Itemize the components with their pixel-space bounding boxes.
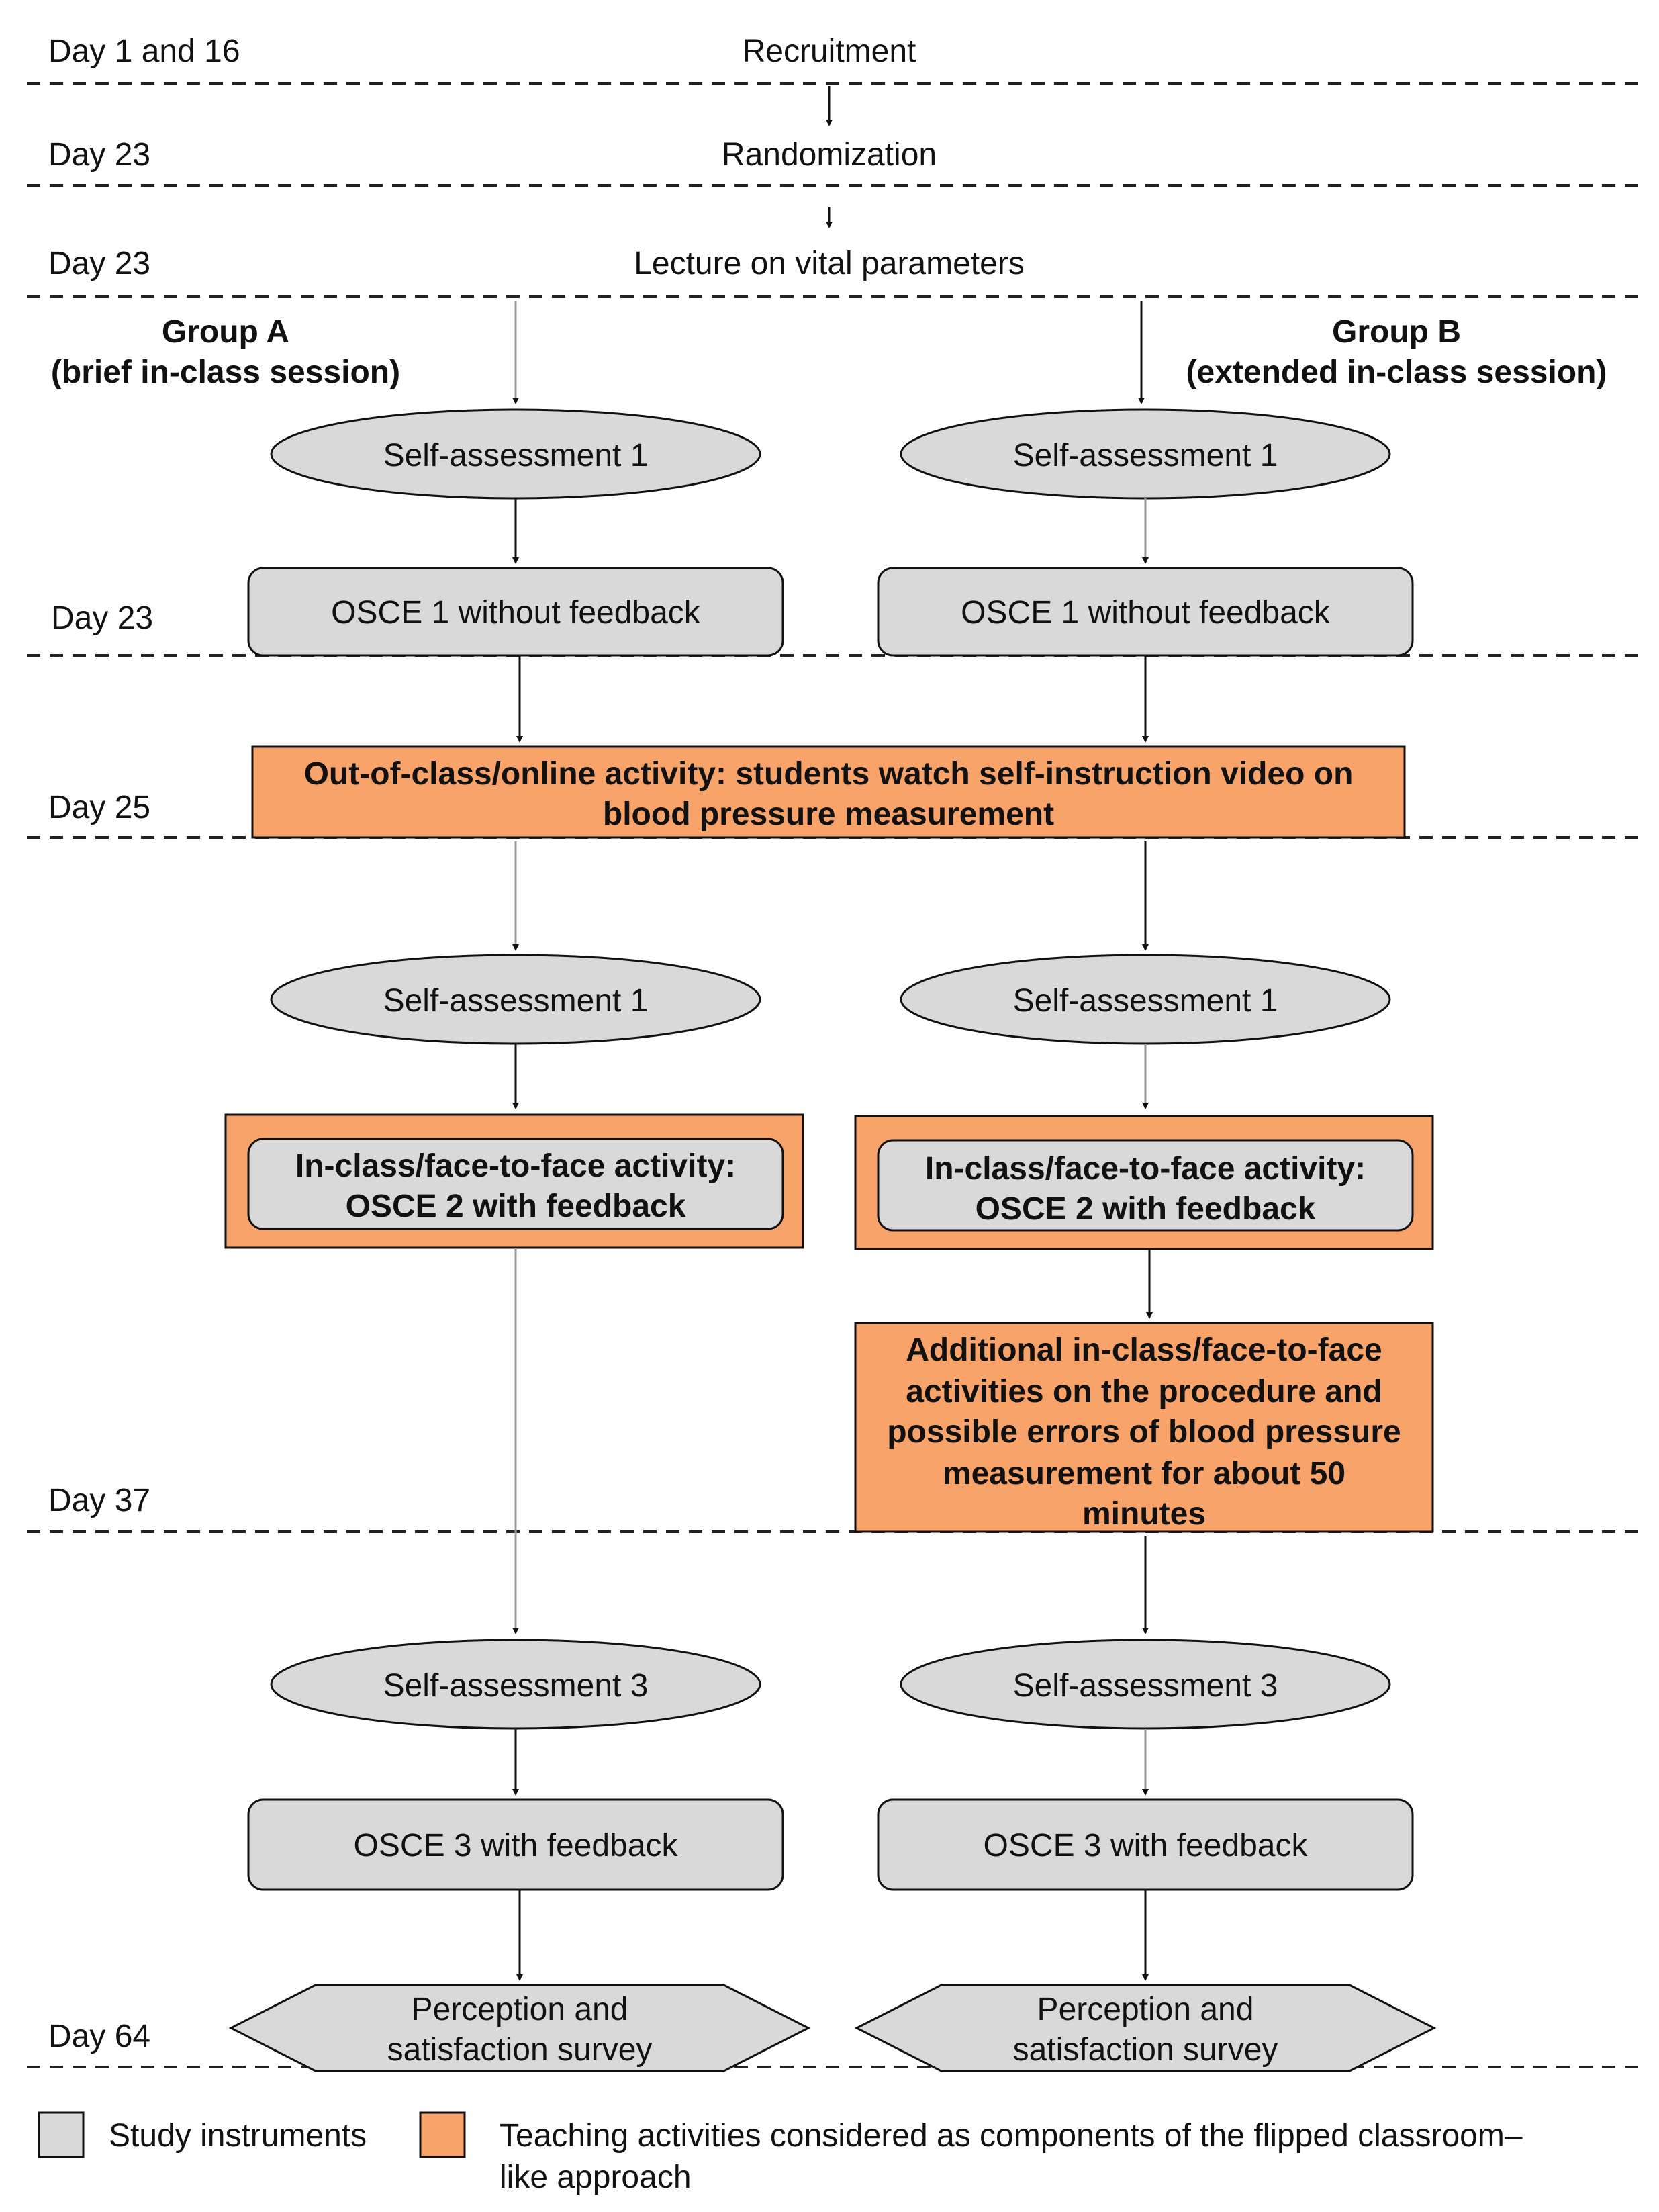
- day-label: Day 25: [48, 790, 150, 825]
- group-b-extra-line-5: minutes: [1082, 1496, 1206, 1532]
- day-label: Day 37: [48, 1483, 150, 1518]
- survey-hexagon: [854, 1984, 1437, 2072]
- group-a-self-assessment-2: Self-assessment 1: [383, 983, 649, 1019]
- group-b-survey-line-1: Perception and: [1037, 1992, 1254, 2027]
- group-a-self-assessment-1: Self-assessment 1: [383, 438, 649, 473]
- online-activity-box: [251, 745, 1406, 839]
- day-labels: Day 1 and 16 Day 23 Day 23 Day 23 Day 25…: [48, 34, 240, 2054]
- group-a-self-assessment-3: Self-assessment 3: [383, 1668, 649, 1704]
- group-b-inclass-line-1: In-class/face-to-face activity:: [925, 1151, 1366, 1187]
- group-b-self-assessment-3: Self-assessment 3: [1013, 1668, 1278, 1704]
- randomization-label: Randomization: [722, 137, 937, 173]
- survey-hexagon: [228, 1984, 811, 2072]
- group-b-extra-line-3: possible errors of blood pressure: [887, 1414, 1401, 1450]
- group-b-extra-line-2: activities on the procedure and: [906, 1374, 1382, 1410]
- day-label: Day 23: [48, 246, 150, 281]
- legend-instruments-label: Study instruments: [109, 2118, 367, 2154]
- day-label: Day 23: [51, 600, 153, 636]
- group-a-osce-3: OSCE 3 with feedback: [354, 1828, 679, 1863]
- group-b-survey-line-2: satisfaction survey: [1013, 2032, 1278, 2068]
- group-b-extra-line-4: measurement for about 50: [943, 1456, 1345, 1491]
- group-b-osce-1: OSCE 1 without feedback: [961, 595, 1331, 631]
- online-activity-line-1: Out-of-class/online activity: students w…: [304, 756, 1354, 792]
- recruitment-label: Recruitment: [743, 34, 916, 69]
- legend-teaching-line-1: Teaching activities considered as compon…: [500, 2118, 1523, 2154]
- legend-teaching-line-2: like approach: [500, 2160, 692, 2195]
- group-b-self-assessment-2: Self-assessment 1: [1013, 983, 1278, 1019]
- osce-box: [247, 1798, 784, 1891]
- group-a-osce-1: OSCE 1 without feedback: [331, 595, 701, 631]
- group-a-subtitle: (brief in-class session): [51, 355, 400, 390]
- additional-activity-box: [854, 1322, 1434, 1533]
- legend-instrument-swatch: [38, 2111, 85, 2158]
- group-a-survey-line-1: Perception and: [412, 1992, 628, 2027]
- group-b-subtitle: (extended in-class session): [1186, 355, 1607, 390]
- group-b-extra-line-1: Additional in-class/face-to-face: [906, 1332, 1382, 1368]
- lecture-label: Lecture on vital parameters: [634, 246, 1025, 281]
- legend: Study instruments Teaching activities co…: [38, 2111, 1523, 2195]
- osce-2-box: [247, 1138, 784, 1230]
- group-a-inclass-line-1: In-class/face-to-face activity:: [295, 1148, 736, 1184]
- group-a-survey-line-2: satisfaction survey: [387, 2032, 653, 2068]
- group-b-title: Group B: [1332, 314, 1461, 350]
- day-label: Day 1 and 16: [48, 34, 240, 69]
- group-b-inclass-line-2: OSCE 2 with feedback: [976, 1191, 1316, 1227]
- group-b-osce-3: OSCE 3 with feedback: [984, 1828, 1309, 1863]
- osce-2-box: [877, 1139, 1414, 1232]
- group-b-self-assessment-1: Self-assessment 1: [1013, 438, 1278, 473]
- group-a-inclass-line-2: OSCE 2 with feedback: [346, 1189, 686, 1224]
- online-activity-line-2: blood pressure measurement: [603, 796, 1054, 832]
- osce-box: [247, 567, 784, 657]
- legend-teaching-swatch: [419, 2111, 466, 2158]
- group-a-title: Group A: [162, 314, 289, 350]
- day-label: Day 64: [48, 2019, 150, 2054]
- day-label: Day 23: [48, 137, 150, 173]
